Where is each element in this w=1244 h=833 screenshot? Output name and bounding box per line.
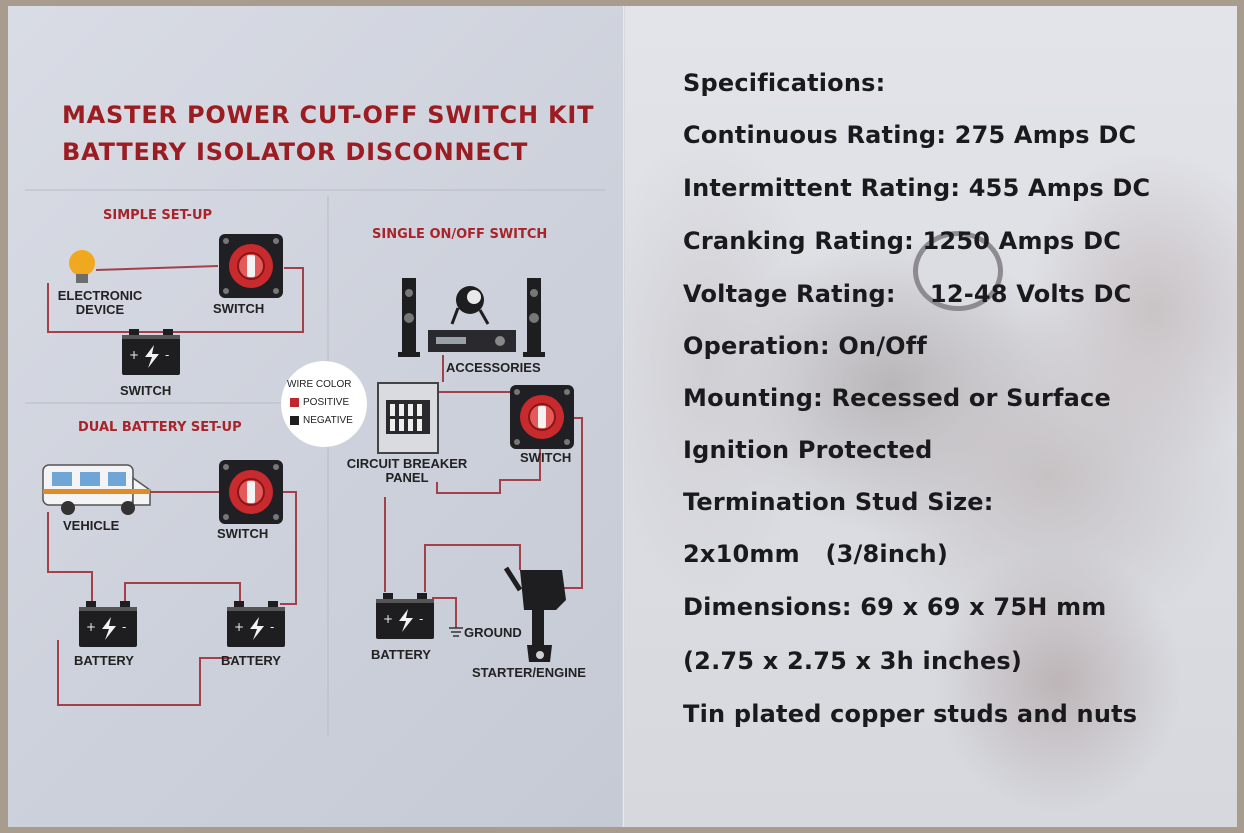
watch-shape [913,231,1003,311]
label-electronic-device: ELECTRONIC DEVICE [57,288,143,317]
spec-line: 2x10mm (3/8inch) [683,540,948,568]
switch-icon [218,233,284,299]
section-simple: SIMPLE SET-UP [103,208,213,223]
rv-icon [42,464,151,515]
label-switch: SWITCH [520,450,572,465]
battery-icon [227,601,285,647]
section-single: SINGLE ON/OFF SWITCH [372,227,548,242]
label-starter-engine: STARTER/ENGINE [472,665,586,680]
legend-negative: NEGATIVE [303,415,353,426]
spec-line: Tin plated copper studs and nuts [683,700,1138,728]
spec-line: Voltage Rating: 12-48 Volts DC [683,280,1132,308]
hand-photo-shape [623,126,823,606]
spec-line: Ignition Protected [683,436,933,464]
spotlight-icon [450,286,490,325]
switch-icon [218,459,284,525]
dual-setup-wires [47,491,297,706]
simple-setup-wires [47,265,304,333]
hand-photo-shape [1023,146,1237,476]
spec-line: (2.75 x 2.75 x 3h inches) [683,647,1023,675]
section-dual: DUAL BATTERY SET-UP [78,420,242,435]
title-line-1: MASTER POWER CUT-OFF SWITCH KIT [62,101,595,129]
breaker-panel-icon [377,382,439,454]
spec-line: Intermittent Rating: 455 Amps DC [683,174,1151,202]
hand-photo-shape [933,546,1183,816]
battery-icon [376,593,434,639]
specifications-panel [623,6,1237,827]
battery-icon [79,601,137,647]
bulb-icon [69,250,95,283]
label-accessories: ACCESSORIES [446,360,541,375]
card-fold [622,6,625,827]
label-battery: BATTERY [221,653,281,668]
stereo-icon [428,330,516,352]
wire-color-legend [281,361,367,447]
label-battery: BATTERY [74,653,134,668]
label-switch: SWITCH [217,526,269,541]
speaker-icon [523,278,545,357]
title-line-2: BATTERY ISOLATOR DISCONNECT [62,138,529,166]
spec-heading: Specifications: [683,69,886,97]
label-vehicle: VEHICLE [63,518,120,533]
spec-line: Operation: On/Off [683,332,928,360]
single-setup-wires [384,355,583,628]
ground-icon [449,627,463,637]
spec-line: Cranking Rating: 1250 Amps DC [683,227,1122,255]
spec-line: Termination Stud Size: [683,488,994,516]
label-circuit-breaker: CIRCUIT BREAKER PANEL [346,456,468,485]
legend-title: WIRE COLOR [287,379,352,390]
label-ground: GROUND [464,625,522,640]
label-switch: SWITCH [213,301,265,316]
spec-line: Dimensions: 69 x 69 x 75H mm [683,593,1107,621]
label-battery: BATTERY [371,647,431,662]
outboard-engine-icon [503,566,566,662]
speaker-icon [398,278,420,357]
legend-positive: POSITIVE [303,397,350,408]
spec-line: Continuous Rating: 275 Amps DC [683,121,1137,149]
switch-icon [509,384,575,450]
battery-icon [122,329,180,375]
spec-line: Mounting: Recessed or Surface [683,384,1111,412]
label-switch: SWITCH [120,383,172,398]
